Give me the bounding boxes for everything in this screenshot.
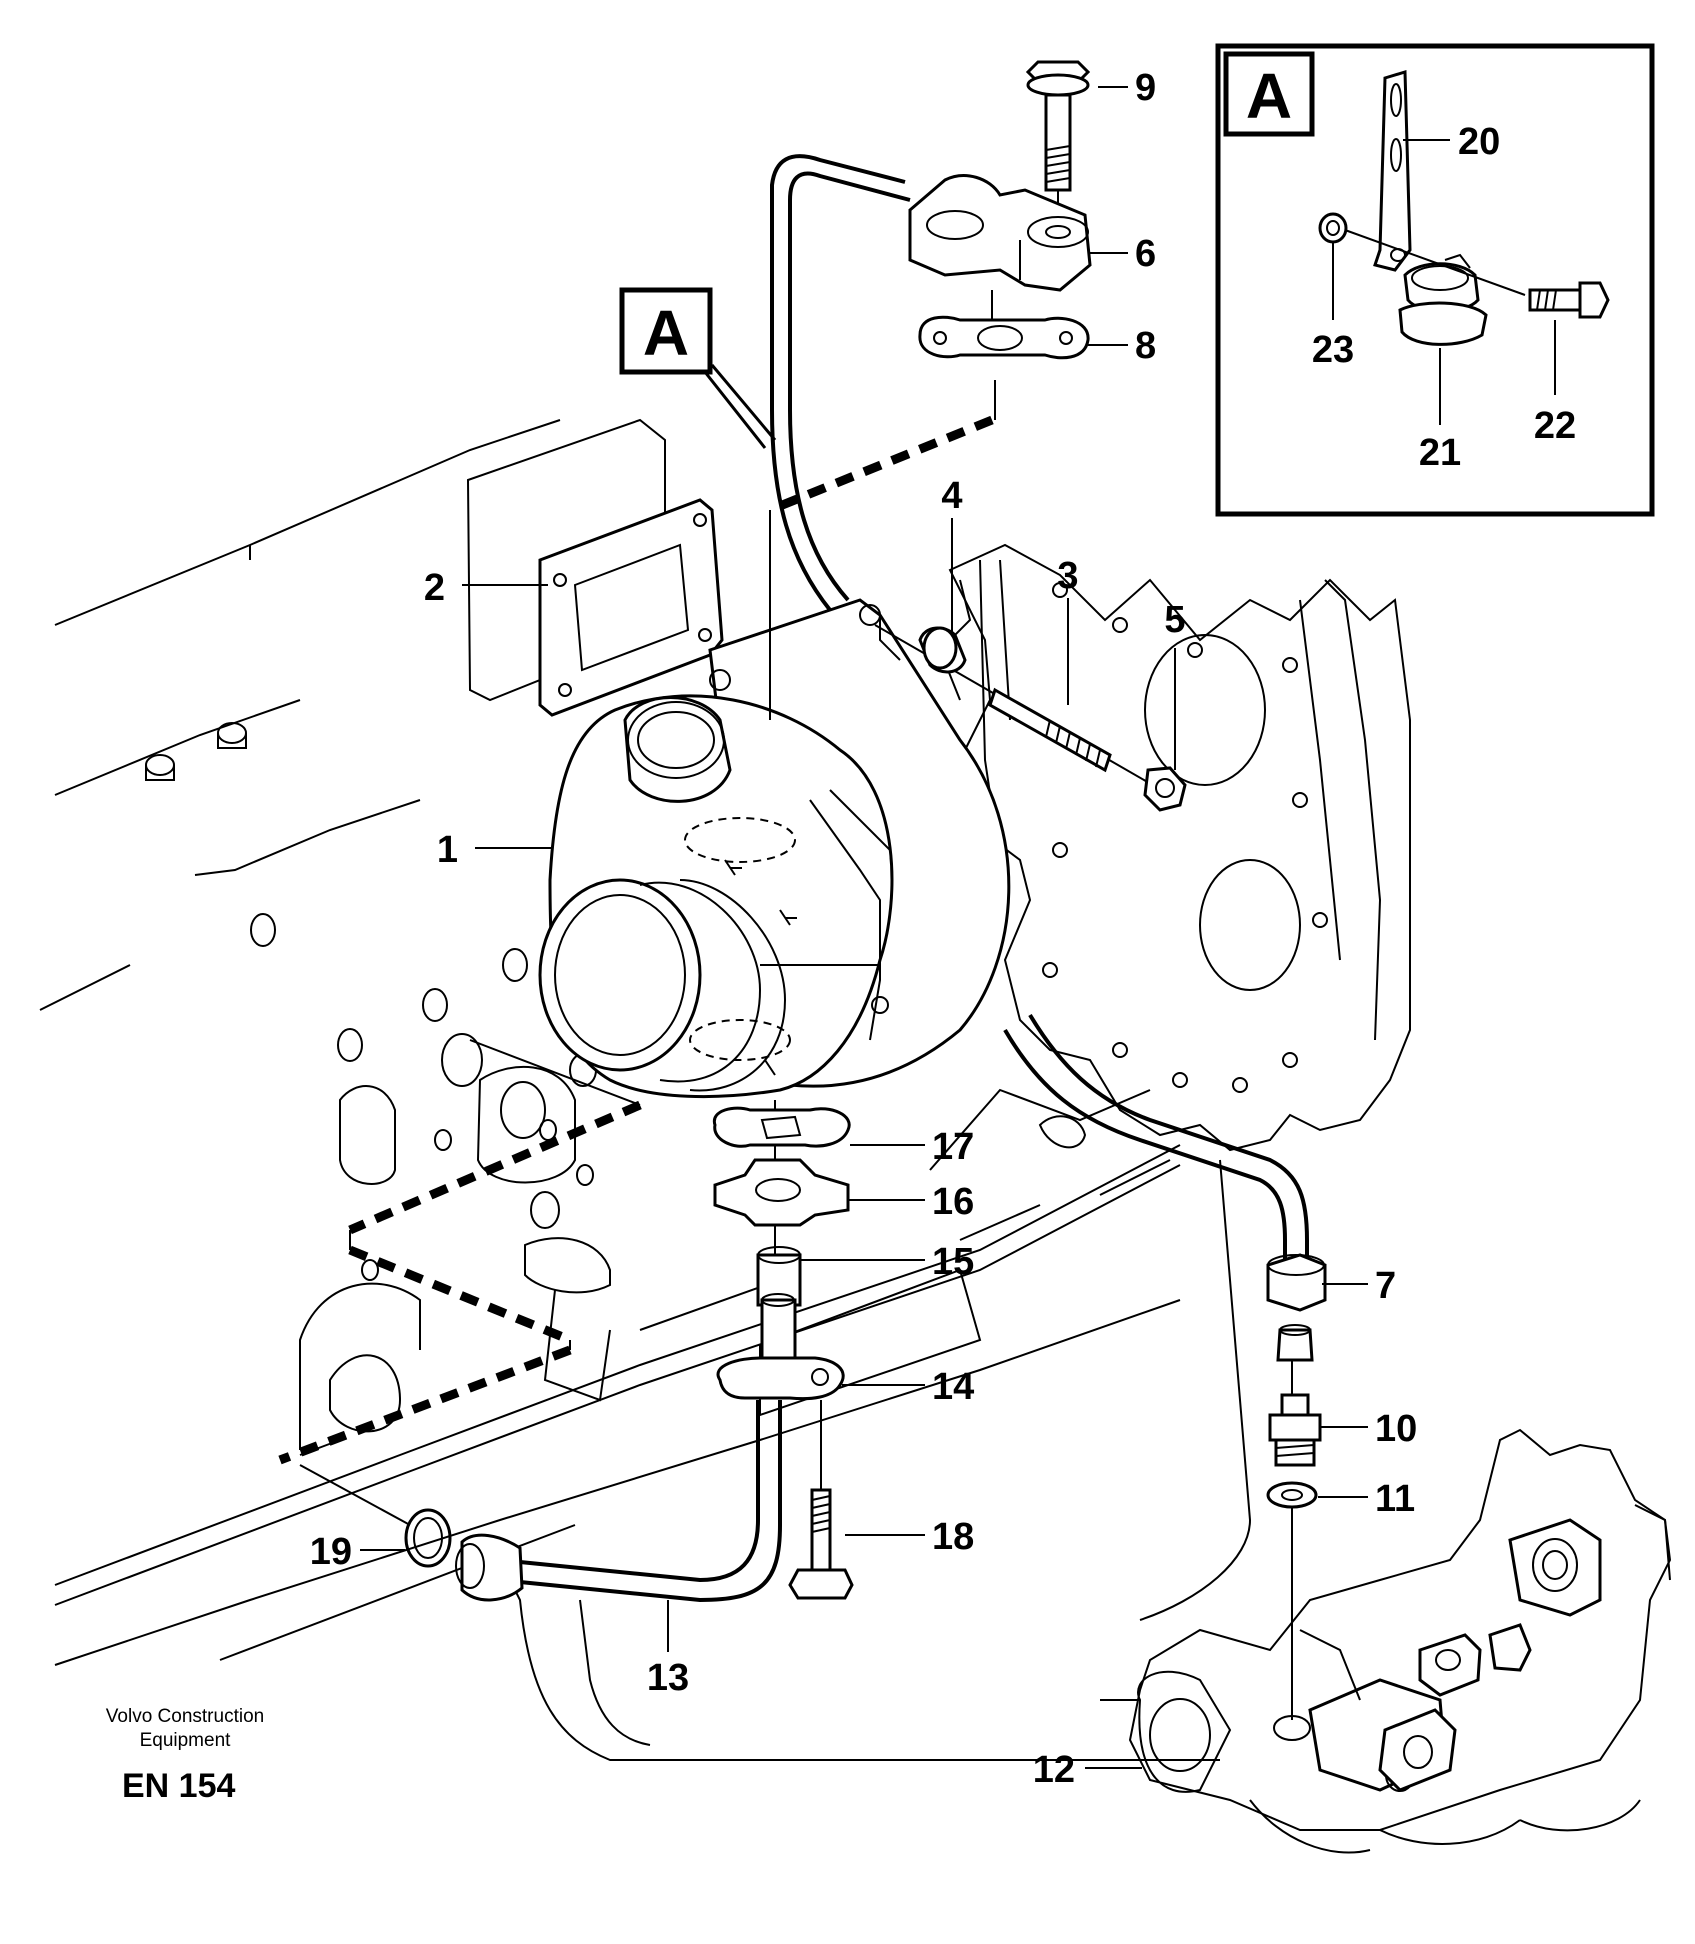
detail-a-inset-label: A xyxy=(1246,60,1292,132)
callout-5: 5 xyxy=(1164,599,1185,641)
callout-9: 9 xyxy=(1135,67,1156,109)
detail-a-marker: A xyxy=(619,287,713,375)
mounting-hardware-drawing xyxy=(874,624,1187,812)
leader-lines xyxy=(360,86,1368,1769)
turbocharger-drawing xyxy=(538,598,1011,1099)
callout-1: 1 xyxy=(437,829,458,871)
callout-10: 10 xyxy=(1375,1408,1417,1450)
oil-return-line-drawing xyxy=(1003,1013,1327,1720)
callout-19: 19 xyxy=(310,1531,352,1573)
exhaust-gasket xyxy=(538,498,724,717)
assembly-dashed-lines xyxy=(278,380,996,1465)
callout-6: 6 xyxy=(1135,233,1156,275)
callout-23: 23 xyxy=(1312,329,1354,371)
callout-14: 14 xyxy=(932,1366,974,1408)
callout-21: 21 xyxy=(1419,432,1461,474)
callout-3: 3 xyxy=(1057,555,1078,597)
callout-2: 2 xyxy=(424,567,445,609)
diagram-code: EN 154 xyxy=(122,1767,236,1805)
callout-20: 20 xyxy=(1458,121,1500,163)
callout-13: 13 xyxy=(647,1657,689,1699)
oil-drain-drawing xyxy=(299,1100,854,1603)
callout-4: 4 xyxy=(941,475,962,517)
banjo-fitting-drawing xyxy=(908,60,1092,360)
callout-18: 18 xyxy=(932,1516,974,1558)
callout-15: 15 xyxy=(932,1241,974,1283)
callout-11: 11 xyxy=(1375,1478,1415,1520)
callout-16: 16 xyxy=(932,1181,974,1223)
callout-12: 12 xyxy=(1033,1749,1075,1791)
oil-feed-pipe-drawing xyxy=(770,154,911,612)
oil-filter-housing-drawing xyxy=(1100,1428,1672,1854)
company-name-line1: Volvo Construction xyxy=(105,1706,265,1727)
detail-a-inset: A xyxy=(1215,43,1655,517)
company-name-line2: Equipment xyxy=(139,1730,231,1751)
callout-17: 17 xyxy=(932,1126,974,1168)
detail-a-marker-label: A xyxy=(643,297,689,369)
callout-8: 8 xyxy=(1135,325,1156,367)
footer: Volvo Construction Equipment EN 154 xyxy=(60,1705,310,1806)
callout-numbers: 1 2 3 4 5 6 7 8 9 10 11 12 13 14 15 16 1… xyxy=(310,67,1576,1791)
callout-22: 22 xyxy=(1534,405,1576,447)
callout-7: 7 xyxy=(1375,1265,1396,1307)
